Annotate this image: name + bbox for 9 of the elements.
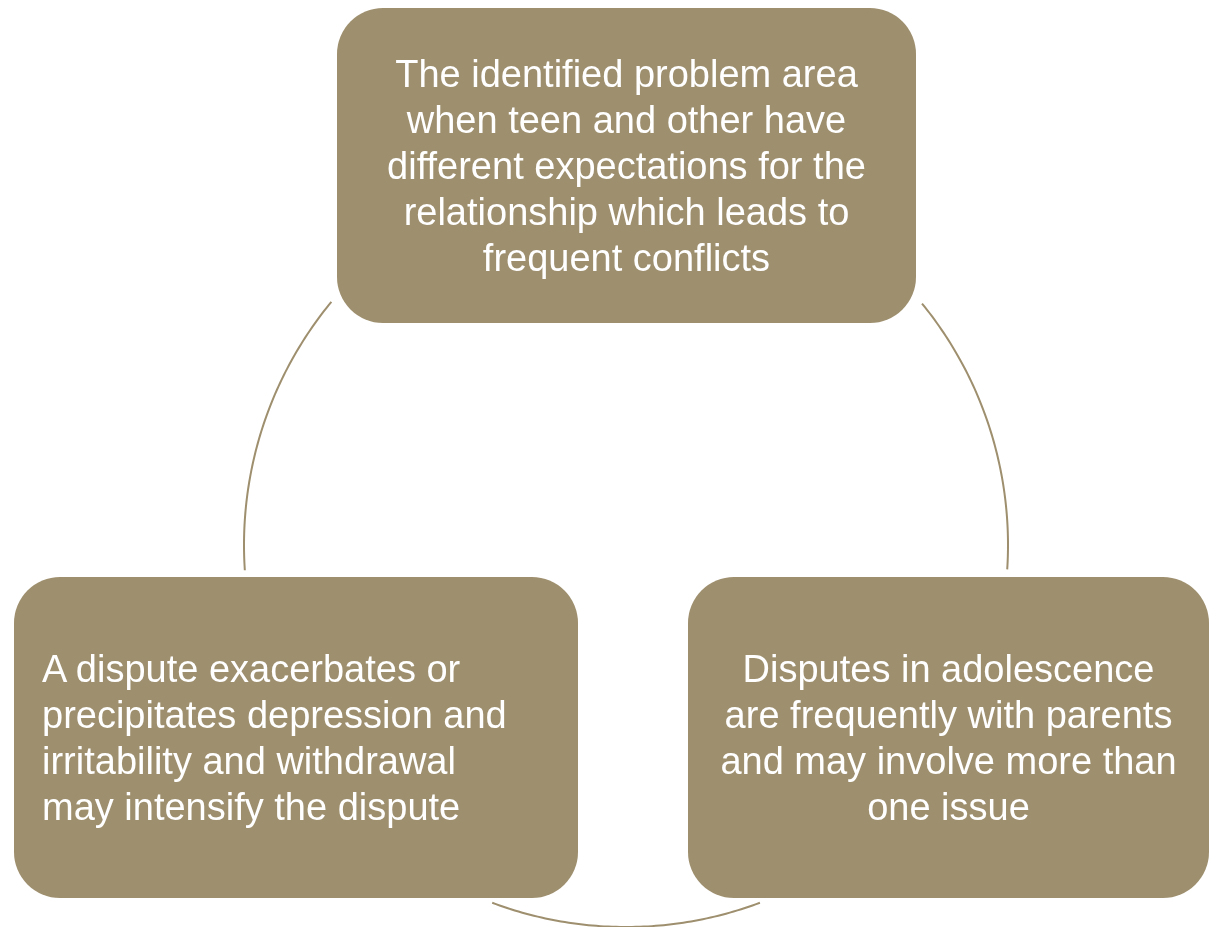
connector-arc: [491, 901, 761, 927]
rounded-box: [337, 8, 916, 323]
rounded-box: [688, 577, 1209, 898]
box-text: A dispute exacerbates or precipitates depression and irritability and withdrawal may intensify the dispute: [42, 646, 508, 830]
connector-arc: [921, 302, 1009, 571]
box-text: Disputes in adolescence are frequently with parents and may involve more than one issue: [719, 646, 1178, 830]
rounded-box: [14, 577, 578, 898]
connector-arc: [243, 300, 333, 572]
box-text: The identified problem area when teen and other have different expectations for the relationship which leads to frequent conflicts: [386, 51, 867, 281]
